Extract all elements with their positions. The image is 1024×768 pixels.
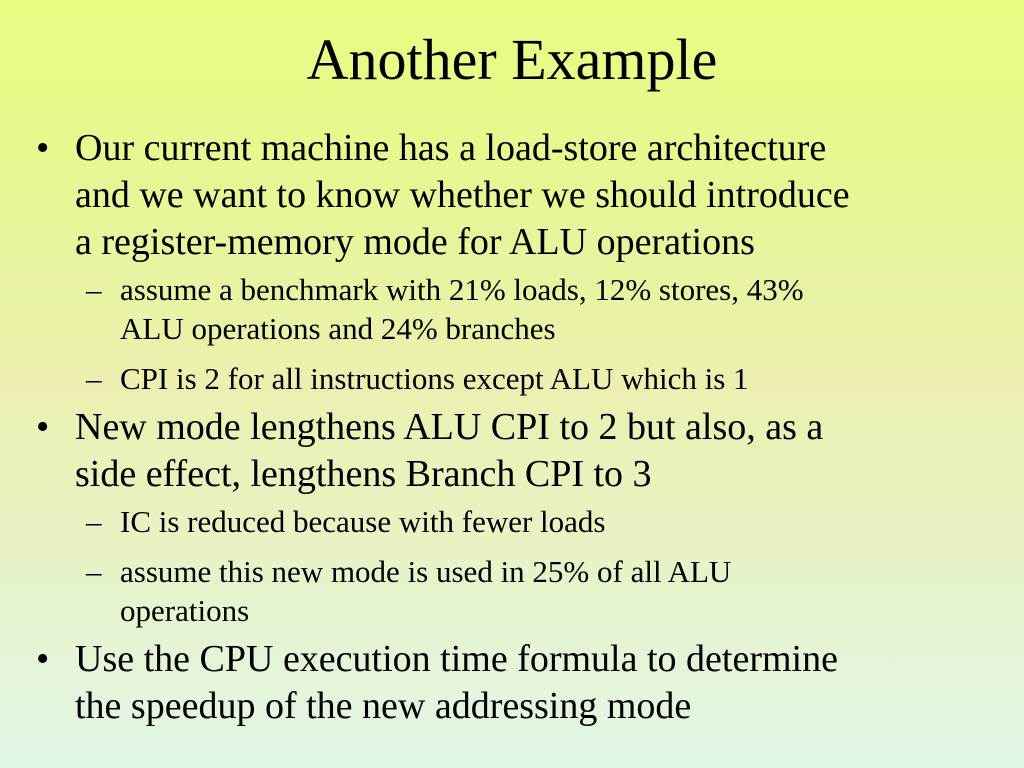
sub-bullet-line: ALU operations and 24% branches <box>120 311 556 346</box>
sub-bullet-line: operations <box>120 593 250 628</box>
sub-bullet-item: – assume a benchmark with 21% loads, 12%… <box>36 270 996 348</box>
sub-bullet-line: assume this new mode is used in 25% of a… <box>120 554 732 589</box>
bullet-item: • New mode lengthens ALU CPI to 2 but al… <box>36 404 996 498</box>
bullet-line: the speedup of the new addressing mode <box>75 685 692 727</box>
sub-bullet-marker: – <box>86 272 102 307</box>
slide-body: • Our current machine has a load-store a… <box>36 125 996 730</box>
bullet-line: a register-memory mode for ALU operation… <box>75 221 755 263</box>
bullet-item: • Use the CPU execution time formula to … <box>36 636 996 730</box>
sub-bullet-marker: – <box>86 361 102 396</box>
bullet-marker: • <box>36 638 50 680</box>
slide-title: Another Example <box>306 27 718 92</box>
bullet-marker: • <box>36 406 50 448</box>
sub-bullet-marker: – <box>86 504 102 539</box>
sub-bullet-item: – assume this new mode is used in 25% of… <box>36 552 996 630</box>
bullet-line: Our current machine has a load-store arc… <box>75 127 827 169</box>
bullet-line: and we want to know whether we should in… <box>75 174 850 216</box>
sub-bullet-line: IC is reduced because with fewer loads <box>120 504 606 539</box>
bullet-marker: • <box>36 127 50 169</box>
sub-bullet-line: assume a benchmark with 21% loads, 12% s… <box>120 272 804 307</box>
sub-bullet-line: CPI is 2 for all instructions except ALU… <box>120 361 749 396</box>
bullet-line: New mode lengthens ALU CPI to 2 but also… <box>75 406 824 448</box>
sub-bullet-item: – IC is reduced because with fewer loads <box>36 502 996 541</box>
bullet-line: side effect, lengthens Branch CPI to 3 <box>75 453 652 495</box>
bullet-item: • Our current machine has a load-store a… <box>36 125 996 266</box>
sub-bullet-marker: – <box>86 554 102 589</box>
bullet-line: Use the CPU execution time formula to de… <box>75 638 838 680</box>
sub-bullet-item: – CPI is 2 for all instructions except A… <box>36 359 996 398</box>
